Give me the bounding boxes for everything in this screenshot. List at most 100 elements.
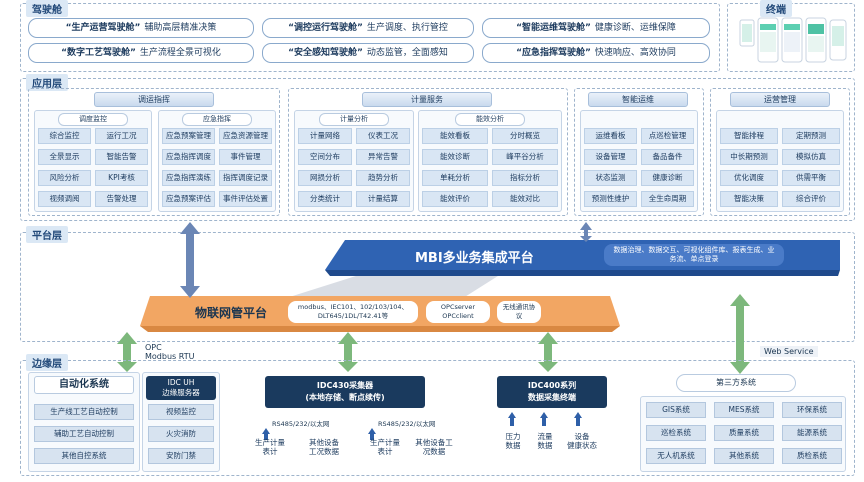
energy-analysis-item[interactable]: 能效诊断 [422,149,488,165]
auto-system-item[interactable]: 辅助工艺自动控制 [34,426,134,442]
cockpit-item[interactable]: “数字工艺驾驶舱”生产流程全景可视化 [28,43,254,63]
web-service-label: Web Service [760,346,818,357]
app-layer-title: 应用层 [26,74,68,91]
cockpit-item-desc: 生产流程全景可视化 [139,48,221,58]
dispatch-monitor-item[interactable]: 智能告警 [95,149,148,165]
emergency-command-item[interactable]: 事件管理 [219,149,272,165]
oper-items-item[interactable]: 智能决策 [720,191,778,207]
cockpit-item[interactable]: “调控运行驾驶舱”生产调度、执行管控 [262,18,474,38]
emergency-command-item[interactable]: 事件评估处置 [219,191,272,207]
dispatch-monitor-item[interactable]: 全景显示 [38,149,91,165]
dispatch-monitor-item[interactable]: KPI考核 [95,170,148,186]
third-party-item[interactable]: 环保系统 [782,402,842,418]
oper-items-item[interactable]: 中长期预测 [720,149,778,165]
energy-analysis-item[interactable]: 能效评价 [422,191,488,207]
cockpit-item-desc: 辅助高层精准决策 [144,23,217,33]
energy-analysis-item[interactable]: 分时概览 [492,128,558,144]
idc400-title: IDC400系列 数据采集终端 [497,376,607,408]
ops-items-item[interactable]: 运维看板 [584,128,637,144]
metering-analysis-item[interactable]: 空间分布 [298,149,352,165]
cockpit-item[interactable]: “生产运营驾驶舱”辅助高层精准决策 [28,18,254,38]
oper-section [710,88,850,216]
dispatch-monitor-item[interactable]: 风险分析 [38,170,91,186]
idc-uh-item[interactable]: 火灾消防 [148,426,214,442]
energy-analysis-item[interactable]: 单耗分析 [422,170,488,186]
oper-title: 运营管理 [730,92,830,107]
ops-items-item[interactable]: 健康诊断 [641,170,694,186]
ops-items-item[interactable]: 状态监测 [584,170,637,186]
idc-uh-item[interactable]: 安防门禁 [148,448,214,464]
oper-items-item[interactable]: 综合评价 [782,191,840,207]
plan-title: 计量服务 [362,92,492,107]
third-party-item[interactable]: GIS系统 [646,402,706,418]
metering-analysis-item[interactable]: 仪表工况 [356,128,410,144]
cockpit-item-desc: 快速响应、高效协同 [594,48,676,58]
energy-analysis-item[interactable]: 指标分析 [492,170,558,186]
idc430-device-1: 生产计量 表计 [255,438,285,456]
idc-uh-item[interactable]: 视频监控 [148,404,214,420]
emergency-command-item[interactable]: 应急预案评估 [162,191,215,207]
oper-items-item[interactable]: 供需平衡 [782,170,840,186]
metering-analysis-item[interactable]: 计量结算 [356,191,410,207]
cockpit-title: 驾驶舱 [26,0,68,17]
dispatch-monitor-item[interactable]: 告警处理 [95,191,148,207]
third-party-item[interactable]: 能源系统 [782,425,842,441]
energy-analysis-item[interactable]: 峰平谷分析 [492,149,558,165]
cockpit-item[interactable]: “智能运维驾驶舱”健康诊断、运维保障 [482,18,710,38]
terminal-screens [738,16,848,68]
third-party-item[interactable]: 巡检系统 [646,425,706,441]
oper-items-item[interactable]: 优化调度 [720,170,778,186]
auto-system-item[interactable]: 生产线工艺自动控制 [34,404,134,420]
app-layer [20,78,855,221]
metering-analysis-item[interactable]: 计量网络 [298,128,352,144]
cockpit-item[interactable]: “安全感知驾驶舱”动态监管，全面感知 [262,43,474,63]
ops-items-item[interactable]: 点巡检管理 [641,128,694,144]
energy-analysis-item[interactable]: 能效看板 [422,128,488,144]
ops-items-item[interactable]: 备品备件 [641,149,694,165]
metering-analysis-item[interactable]: 异常告警 [356,149,410,165]
third-party-item[interactable]: 质量系统 [714,425,774,441]
energy-analysis-item[interactable]: 能效对比 [492,191,558,207]
metering-analysis-item[interactable]: 趋势分析 [356,170,410,186]
emergency-command-item[interactable]: 应急资源管理 [219,128,272,144]
third-party-item[interactable]: 其他系统 [714,448,774,464]
emergency-command-title: 应急指挥 [182,113,252,126]
ops-items-item[interactable]: 全生命周期 [641,191,694,207]
platform-layer [20,232,855,342]
oper-items-item[interactable]: 模拟仿真 [782,149,840,165]
metering-analysis-item[interactable]: 网损分析 [298,170,352,186]
metering-analysis-item[interactable]: 分类统计 [298,191,352,207]
oper-items-item[interactable]: 智能排程 [720,128,778,144]
third-party-item[interactable]: 质检系统 [782,448,842,464]
arrow-edge-idc430 [338,332,358,372]
cockpit-item-name: “调控运行驾驶舱” [288,23,363,33]
emergency-command-item[interactable]: 应急指挥调度 [162,149,215,165]
dispatch-title: 调运指挥 [94,92,214,107]
emergency-command-item[interactable]: 应急指挥演练 [162,170,215,186]
emergency-command-item[interactable]: 应急预案管理 [162,128,215,144]
idc430-device-4: 其他设备工 况数据 [415,438,453,456]
auto-system-item[interactable]: 其他自控系统 [34,448,134,464]
idc430-title: IDC430采集器 (本地存储、断点续传) [265,376,425,408]
mbi-desc: 数据治理、数据交互、可视化组件库、报表生成、业务流、单点登录 [604,244,784,266]
ops-items-item[interactable]: 预测性维护 [584,191,637,207]
idc400-data-1: 压力 数据 [505,432,521,450]
cockpit-item-name: “智能运维驾驶舱” [516,23,591,33]
dispatch-monitor-item[interactable]: 综合监控 [38,128,91,144]
platform-layer-title: 平台层 [26,226,68,243]
cockpit-item-name: “数字工艺驾驶舱” [61,48,136,58]
emergency-command-item[interactable]: 指挥调度记录 [219,170,272,186]
third-party-item[interactable]: 无人机系统 [646,448,706,464]
arrow-edge-auto [117,332,137,372]
dispatch-monitor-item[interactable]: 运行工况 [95,128,148,144]
ops-items-item[interactable]: 设备管理 [584,149,637,165]
metering-analysis-title: 计量分析 [319,113,389,126]
cockpit-item[interactable]: “应急指挥驾驶舱”快速响应、高效协同 [482,43,710,63]
idc400-data-2: 流量 数据 [537,432,553,450]
oper-items-item[interactable]: 定期预测 [782,128,840,144]
dispatch-monitor-item[interactable]: 视频调阅 [38,191,91,207]
third-party-title: 第三方系统 [676,374,796,392]
third-party-item[interactable]: MES系统 [714,402,774,418]
